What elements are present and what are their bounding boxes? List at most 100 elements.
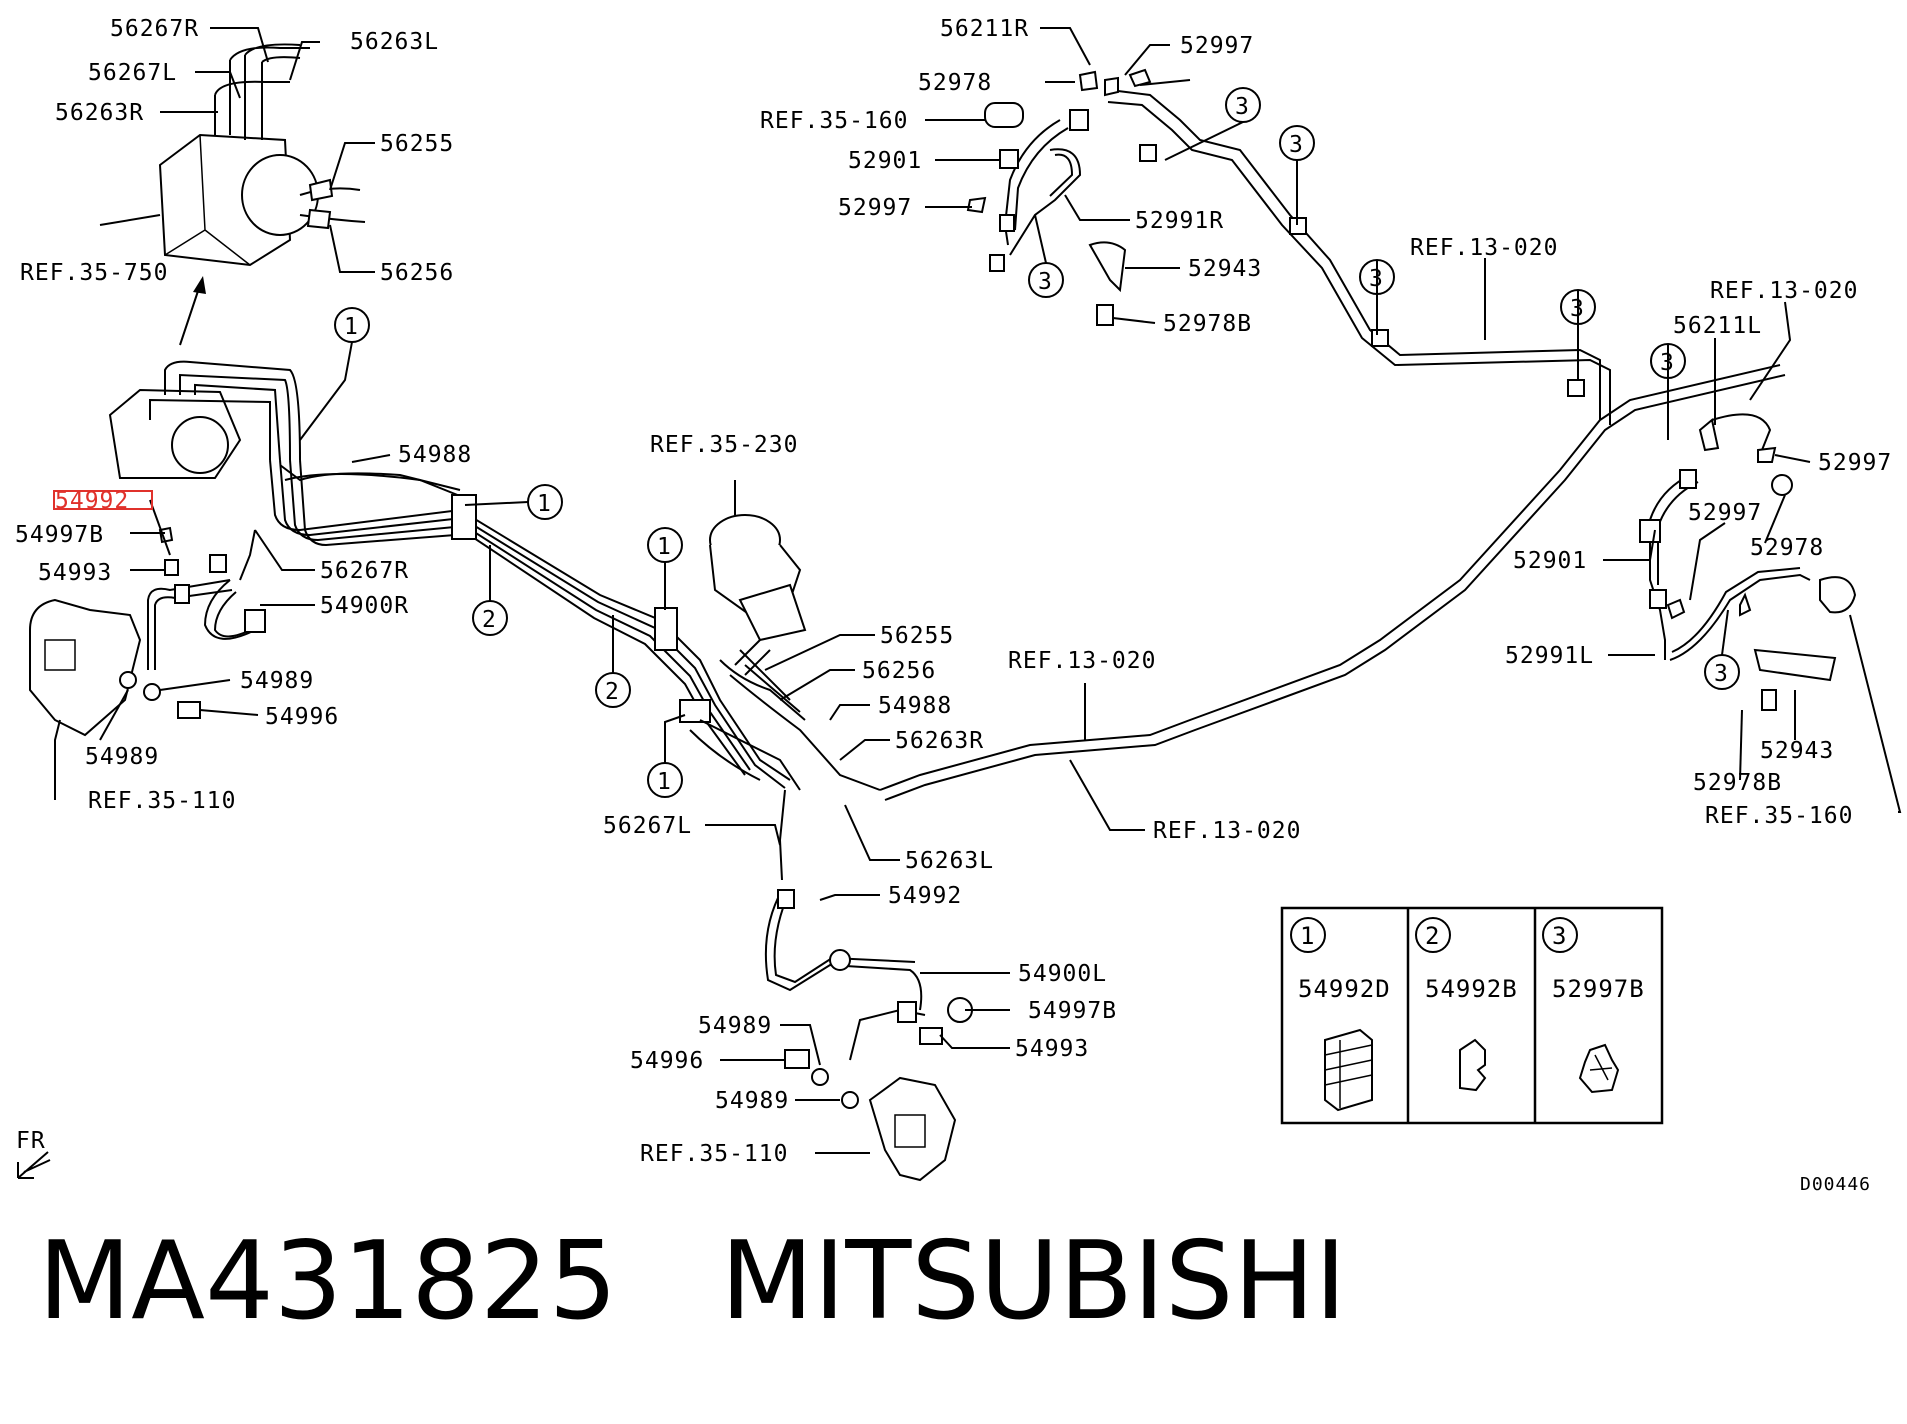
- front-right-caliper: [29, 526, 266, 737]
- label-54989-b: 54989: [85, 744, 159, 770]
- label-52997-b: 52997: [838, 195, 912, 221]
- svg-text:FR: FR: [16, 1128, 46, 1154]
- label-52991L: 52991L: [1505, 643, 1594, 669]
- label-54997B-left: 54997B: [15, 522, 104, 548]
- label-56263R-top: 56263R: [55, 100, 144, 126]
- label-ref13020-mid: REF.13-020: [1008, 648, 1156, 674]
- label-52997-top: 52997: [1180, 33, 1254, 59]
- callout-2-b: 2: [595, 672, 631, 708]
- svg-text:1: 1: [344, 314, 359, 340]
- svg-text:3: 3: [1570, 296, 1585, 322]
- legend-item-3: 3 52997B: [1542, 917, 1645, 1094]
- label-56263L-top: 56263L: [350, 29, 439, 55]
- label-ref35110-mid: REF.35-110: [640, 1141, 788, 1167]
- svg-text:54992: 54992: [55, 488, 129, 514]
- label-ref35110-left: REF.35-110: [88, 788, 236, 814]
- label-54996-mid: 54996: [630, 1048, 704, 1074]
- label-52991R: 52991R: [1135, 208, 1224, 234]
- label-56267R-mid: 56267R: [320, 558, 409, 584]
- label-ref13020-low: REF.13-020: [1153, 818, 1301, 844]
- master-cylinder: [709, 514, 807, 713]
- label-56256-top: 56256: [380, 260, 454, 286]
- callout-3-b: 3: [1279, 125, 1315, 161]
- callout-3-c: 3: [1028, 262, 1064, 298]
- label-d00446: D00446: [1800, 1174, 1871, 1195]
- label-ref35160-top: REF.35-160: [760, 108, 908, 134]
- label-52943-right: 52943: [1760, 738, 1834, 764]
- svg-text:52997B: 52997B: [1552, 975, 1645, 1003]
- abs-unit-installed: [108, 360, 301, 479]
- svg-text:54992B: 54992B: [1425, 975, 1518, 1003]
- label-52978B-top: 52978B: [1163, 311, 1252, 337]
- svg-text:2: 2: [482, 607, 497, 633]
- label-ref35160-right: REF.35-160: [1705, 803, 1853, 829]
- svg-text:1: 1: [657, 769, 672, 795]
- svg-text:3: 3: [1289, 132, 1304, 158]
- svg-text:3: 3: [1369, 266, 1384, 292]
- part-number: MA431825: [38, 1219, 618, 1344]
- callout-3-a: 3: [1225, 87, 1261, 123]
- label-52943-top: 52943: [1188, 256, 1262, 282]
- brake-pipe-harness: [239, 459, 881, 881]
- svg-text:2: 2: [605, 679, 620, 705]
- rear-brake-pipes: [879, 89, 1786, 801]
- label-56211L: 56211L: [1673, 313, 1762, 339]
- label-56211R: 56211R: [940, 16, 1029, 42]
- legend-item-2: 2 54992B: [1415, 917, 1518, 1092]
- label-52901-top: 52901: [848, 148, 922, 174]
- label-54900L: 54900L: [1018, 961, 1107, 987]
- label-52978-right: 52978: [1750, 535, 1824, 561]
- brand-name: MITSUBISHI: [720, 1219, 1347, 1344]
- label-54997B-mid: 54997B: [1028, 998, 1117, 1024]
- label-56267L-top: 56267L: [88, 60, 177, 86]
- label-52997-right: 52997: [1818, 450, 1892, 476]
- rear-right-hose-assembly: [966, 68, 1585, 397]
- callout-1-d: 1: [647, 762, 683, 798]
- label-54996-left: 54996: [265, 704, 339, 730]
- highlighted-part-54992: 54992: [53, 488, 153, 514]
- label-52978-top: 52978: [918, 70, 992, 96]
- label-56255-mid: 56255: [880, 623, 954, 649]
- label-ref13020-right: REF.13-020: [1710, 278, 1858, 304]
- label-56255-top: 56255: [380, 131, 454, 157]
- label-54989-d: 54989: [715, 1088, 789, 1114]
- front-left-caliper: [764, 889, 973, 1182]
- svg-text:1: 1: [1300, 922, 1315, 950]
- svg-text:2: 2: [1425, 922, 1440, 950]
- part-labels: 56267R 56263L 56267L 56263R 56255 56256 …: [15, 16, 1892, 1195]
- arrow-to-abs: [179, 276, 206, 346]
- abs-unit-exploded: [158, 43, 366, 267]
- footer-part-title: MA431825 MITSUBISHI: [38, 1228, 1347, 1336]
- svg-text:3: 3: [1660, 350, 1675, 376]
- label-ref35750: REF.35-750: [20, 260, 168, 286]
- label-56267R-top: 56267R: [110, 16, 199, 42]
- label-56263L-mid: 56263L: [905, 848, 994, 874]
- callout-1-b: 1: [527, 484, 563, 520]
- rear-left-hose-assembly: [1639, 413, 1857, 711]
- svg-text:1: 1: [657, 534, 672, 560]
- label-52901-right: 52901: [1513, 548, 1587, 574]
- label-54993-mid: 54993: [1015, 1036, 1089, 1062]
- label-52978B-right: 52978B: [1693, 770, 1782, 796]
- label-leader-lines: [54, 27, 1902, 1154]
- label-54900R: 54900R: [320, 593, 409, 619]
- svg-text:3: 3: [1714, 661, 1729, 687]
- callout-1-a: 1: [334, 307, 370, 343]
- callout-2-a: 2: [472, 600, 508, 636]
- svg-text:3: 3: [1038, 269, 1053, 295]
- label-56256-mid: 56256: [862, 658, 936, 684]
- svg-text:1: 1: [537, 491, 552, 517]
- label-ref13020-top: REF.13-020: [1410, 235, 1558, 261]
- label-56267L-mid: 56267L: [603, 813, 692, 839]
- callout-1-c: 1: [647, 527, 683, 563]
- front-direction-indicator: FR: [16, 1128, 51, 1179]
- label-54988-mid: 54988: [878, 693, 952, 719]
- label-54989-c: 54989: [698, 1013, 772, 1039]
- label-56263R-mid: 56263R: [895, 728, 984, 754]
- legend-item-1: 1 54992D: [1290, 917, 1390, 1112]
- label-ref35230: REF.35-230: [650, 432, 798, 458]
- label-54992-mid: 54992: [888, 883, 962, 909]
- label-52997-right2: 52997: [1688, 500, 1762, 526]
- label-54993-left: 54993: [38, 560, 112, 586]
